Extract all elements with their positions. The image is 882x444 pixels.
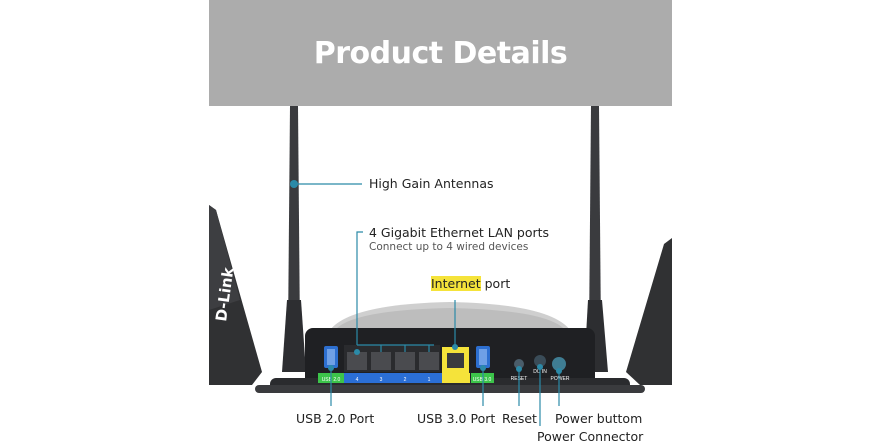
power-tag-text: POWER [551,376,570,382]
power-button [552,357,566,371]
right-side-antenna [626,238,672,385]
callout-dots [290,180,562,374]
header-banner: Product Details [209,0,672,106]
usb3-tag-text: USB 3.0 [473,377,492,383]
antennas-label: High Gain Antennas [369,176,494,191]
lan-tag-4: 4 [356,377,359,383]
left-side-antenna [209,205,262,385]
usb2-label: USB 2.0 Port [296,411,375,426]
reset-button [514,359,524,369]
lan-tag-2: 2 [404,377,407,383]
internet-port [442,347,469,373]
usb3-port [476,346,490,368]
power-connector [534,355,546,367]
lan-ports [344,345,440,372]
lan-ports-sublabel: Connect up to 4 wired devices [369,241,529,253]
page-title: Product Details [313,36,568,71]
reset-label: Reset [502,411,537,426]
callout-leaders [294,183,560,426]
lan-tag-3: 3 [380,377,383,383]
power-button-label: Power buttom [555,411,643,426]
internet-port-suffix: port [480,276,511,291]
internet-port-label: Internet port [431,276,510,291]
lan-ports-label: 4 Gigabit Ethernet LAN ports [369,225,550,240]
internet-highlight: Internet [431,276,481,291]
power-connector-label: Power Connector [537,429,644,444]
lan-tag [344,373,442,383]
usb2-port [324,346,338,368]
left-antenna [282,106,306,372]
lan-tag-1: 1 [428,377,431,383]
internet-tag [442,373,470,383]
usb3-label: USB 3.0 Port [417,411,496,426]
